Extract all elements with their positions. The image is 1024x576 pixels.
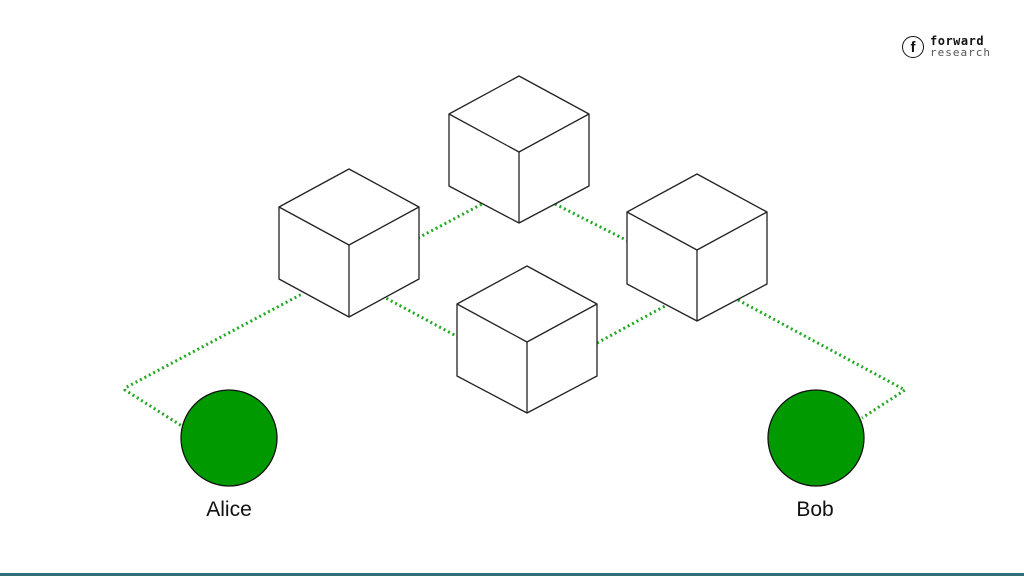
logo-f-icon: f (902, 36, 924, 58)
cube-bottom (456, 265, 598, 414)
forward-research-logo: f forward research (902, 33, 991, 61)
bottom-accent-bar (0, 573, 1024, 576)
connections (123, 202, 908, 430)
connection-cube-left-cube-bottom (381, 294, 461, 340)
bob-label: Bob (796, 498, 834, 521)
alice-node (180, 389, 278, 487)
bob-node (767, 389, 865, 487)
cube-top (448, 75, 590, 224)
logo-line-forward: forward (930, 34, 985, 48)
logo-text: forward research (930, 35, 991, 59)
logo-line-research: research (930, 46, 991, 59)
connection-alice-cube-left (123, 292, 303, 430)
cube-right (626, 173, 768, 322)
alice-label: Alice (206, 498, 252, 521)
cube-left (278, 168, 420, 318)
connection-cube-top-cube-right (554, 202, 631, 244)
connection-cube-left-cube-top (417, 202, 483, 240)
connection-cube-bottom-cube-right (596, 304, 666, 345)
